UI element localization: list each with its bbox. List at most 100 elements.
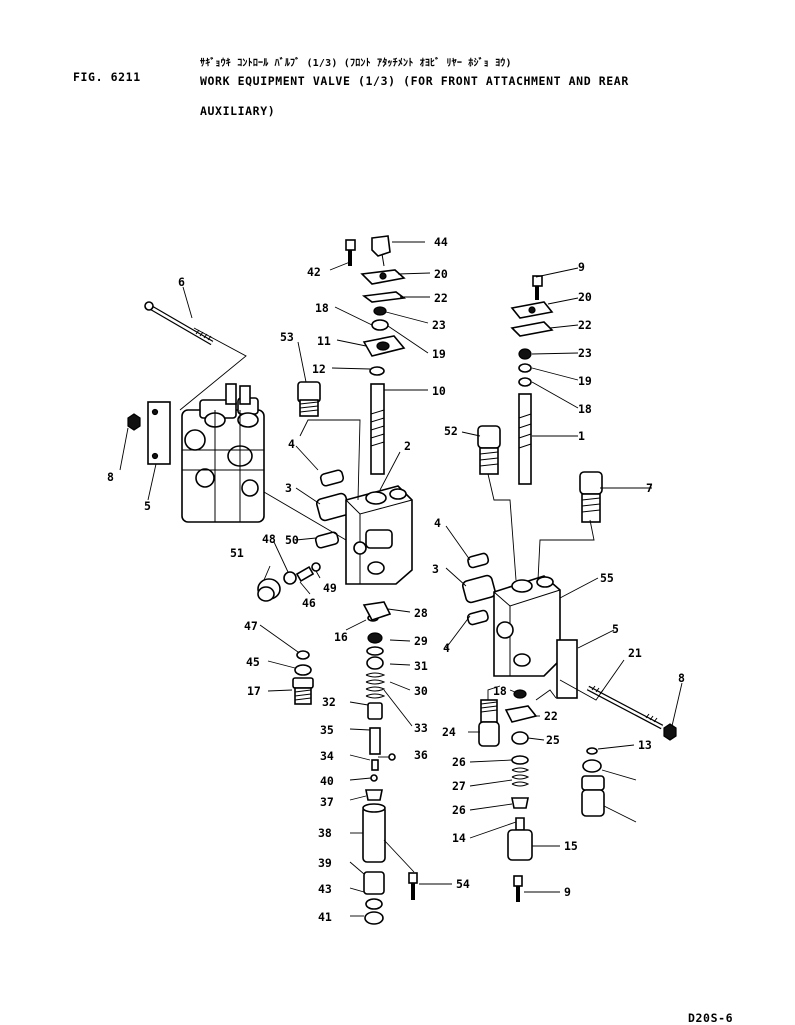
part-15-ring [582, 759, 602, 773]
part-53-plug [297, 381, 321, 417]
callout-48: 49 [323, 581, 337, 595]
callout-23: 23 [432, 318, 446, 332]
callout-38: 43 [318, 882, 332, 896]
callout-30: 33 [414, 721, 428, 735]
callout-55: 24 [442, 725, 456, 739]
part-6-long-bolt [144, 301, 214, 346]
callout-17: 16 [334, 630, 348, 644]
callout-43: 54 [456, 877, 470, 891]
callout-16: 28 [414, 606, 428, 620]
callout-29: 30 [414, 684, 428, 698]
part-47-ring [294, 664, 312, 676]
right-upper-parts [510, 275, 554, 485]
part-54-plug [477, 425, 501, 475]
callout-41: 9 [564, 885, 571, 899]
callout-3: 3 [285, 481, 292, 495]
callout-42: 42 [307, 265, 321, 279]
callout-7: 21 [628, 646, 642, 660]
part-1-valve-body [493, 575, 561, 677]
callout-11: 11 [317, 334, 331, 348]
part-7-bolt [586, 685, 664, 730]
callout-22: 22 [544, 709, 558, 723]
figure-number: FIG. 6211 [73, 70, 141, 84]
part-55-plug [478, 699, 500, 747]
callout-46: 47 [244, 619, 258, 633]
parts-48-51-plug-assembly [257, 562, 321, 602]
callout-22: 22 [578, 318, 592, 332]
callout-35: 36 [414, 748, 428, 762]
callout-3: 3 [432, 562, 439, 576]
callout-37: 39 [318, 856, 332, 870]
callout-labels: 44 42 20 22 23 18 19 11 53 12 10 6 4 2 3… [107, 235, 685, 924]
callout-51: 48 [262, 532, 276, 546]
callout-40: 38 [318, 826, 332, 840]
callout-4: 4 [443, 641, 450, 655]
callout-8: 8 [678, 671, 685, 685]
part-43-bolt [408, 872, 418, 900]
part-8-nut-left [127, 413, 141, 431]
callout-36: 37 [320, 795, 334, 809]
part-45-plug [292, 677, 314, 705]
callout-24: 26 [452, 803, 466, 817]
title-english-line-1: WORK EQUIPMENT VALVE (1/3) (FOR FRONT AT… [200, 74, 629, 88]
callout-18: 18 [315, 301, 329, 315]
part-4-seal-upper-mid [319, 469, 345, 487]
right-lower-parts [504, 689, 538, 902]
callout-50: 51 [230, 546, 244, 560]
part-3-seal-mid [315, 492, 351, 522]
leader-lines [119, 241, 683, 917]
callout-26: 14 [452, 831, 466, 845]
part-4-seal-upper-right [467, 552, 490, 569]
callout-22: 22 [434, 291, 448, 305]
callout-18: 18 [493, 684, 507, 698]
callout-18: 29 [414, 634, 428, 648]
callout-19: 19 [432, 347, 446, 361]
callout-45: 17 [247, 684, 261, 698]
callout-24: 26 [452, 755, 466, 769]
callout-41: 9 [578, 260, 585, 274]
part-14-ring [586, 747, 598, 755]
callout-23: 23 [578, 346, 592, 360]
part-13-plug [581, 775, 605, 817]
callout-34: 40 [320, 774, 334, 788]
callout-39: 41 [318, 910, 332, 924]
callout-31: 32 [322, 695, 336, 709]
assembled-valve-stack [147, 383, 265, 523]
callout-20: 20 [434, 267, 448, 281]
callout-1: 55 [600, 571, 614, 585]
callout-4: 4 [434, 516, 441, 530]
callout-19: 19 [578, 374, 592, 388]
callout-18: 18 [578, 402, 592, 416]
part-52-plug [579, 471, 603, 523]
callout-10: 10 [432, 384, 446, 398]
callout-12: 12 [312, 362, 326, 376]
part-3-seal-right [461, 574, 497, 604]
title-english-line-2: AUXILIARY) [200, 104, 276, 118]
callout-27: 15 [564, 839, 578, 853]
callout-52: 7 [646, 481, 653, 495]
part-8-nut-right [663, 723, 677, 741]
middle-upper-parts [345, 235, 407, 475]
callout-4: 4 [288, 437, 295, 451]
callout-8: 8 [107, 470, 114, 484]
part-46-ring [296, 650, 310, 660]
callout-14: 13 [638, 738, 652, 752]
callout-9: 1 [578, 429, 585, 443]
callout-54: 52 [444, 424, 458, 438]
middle-lower-parts [362, 601, 392, 925]
callout-49: 46 [302, 596, 316, 610]
part-4-seal-lower-mid [314, 531, 340, 549]
callout-5: 5 [144, 499, 151, 513]
part-5-plate-right [556, 639, 578, 699]
drawing-code: D20S-6 [688, 1011, 734, 1025]
part-2-valve-body [345, 485, 413, 585]
callout-20: 20 [578, 290, 592, 304]
callout-21: 25 [546, 733, 560, 747]
callout-44: 44 [434, 235, 448, 249]
title-japanese: ｻｷﾞｮｳｷ ｺﾝﾄﾛｰﾙ ﾊﾞﾙﾌﾞ (1/3) (ﾌﾛﾝﾄ ｱﾀｯﾁﾒﾝﾄ … [200, 58, 512, 69]
callout-32: 35 [320, 723, 334, 737]
callout-5: 5 [612, 622, 619, 636]
part-4-seal-lower-right [466, 609, 489, 626]
callout-53: 53 [280, 330, 294, 344]
